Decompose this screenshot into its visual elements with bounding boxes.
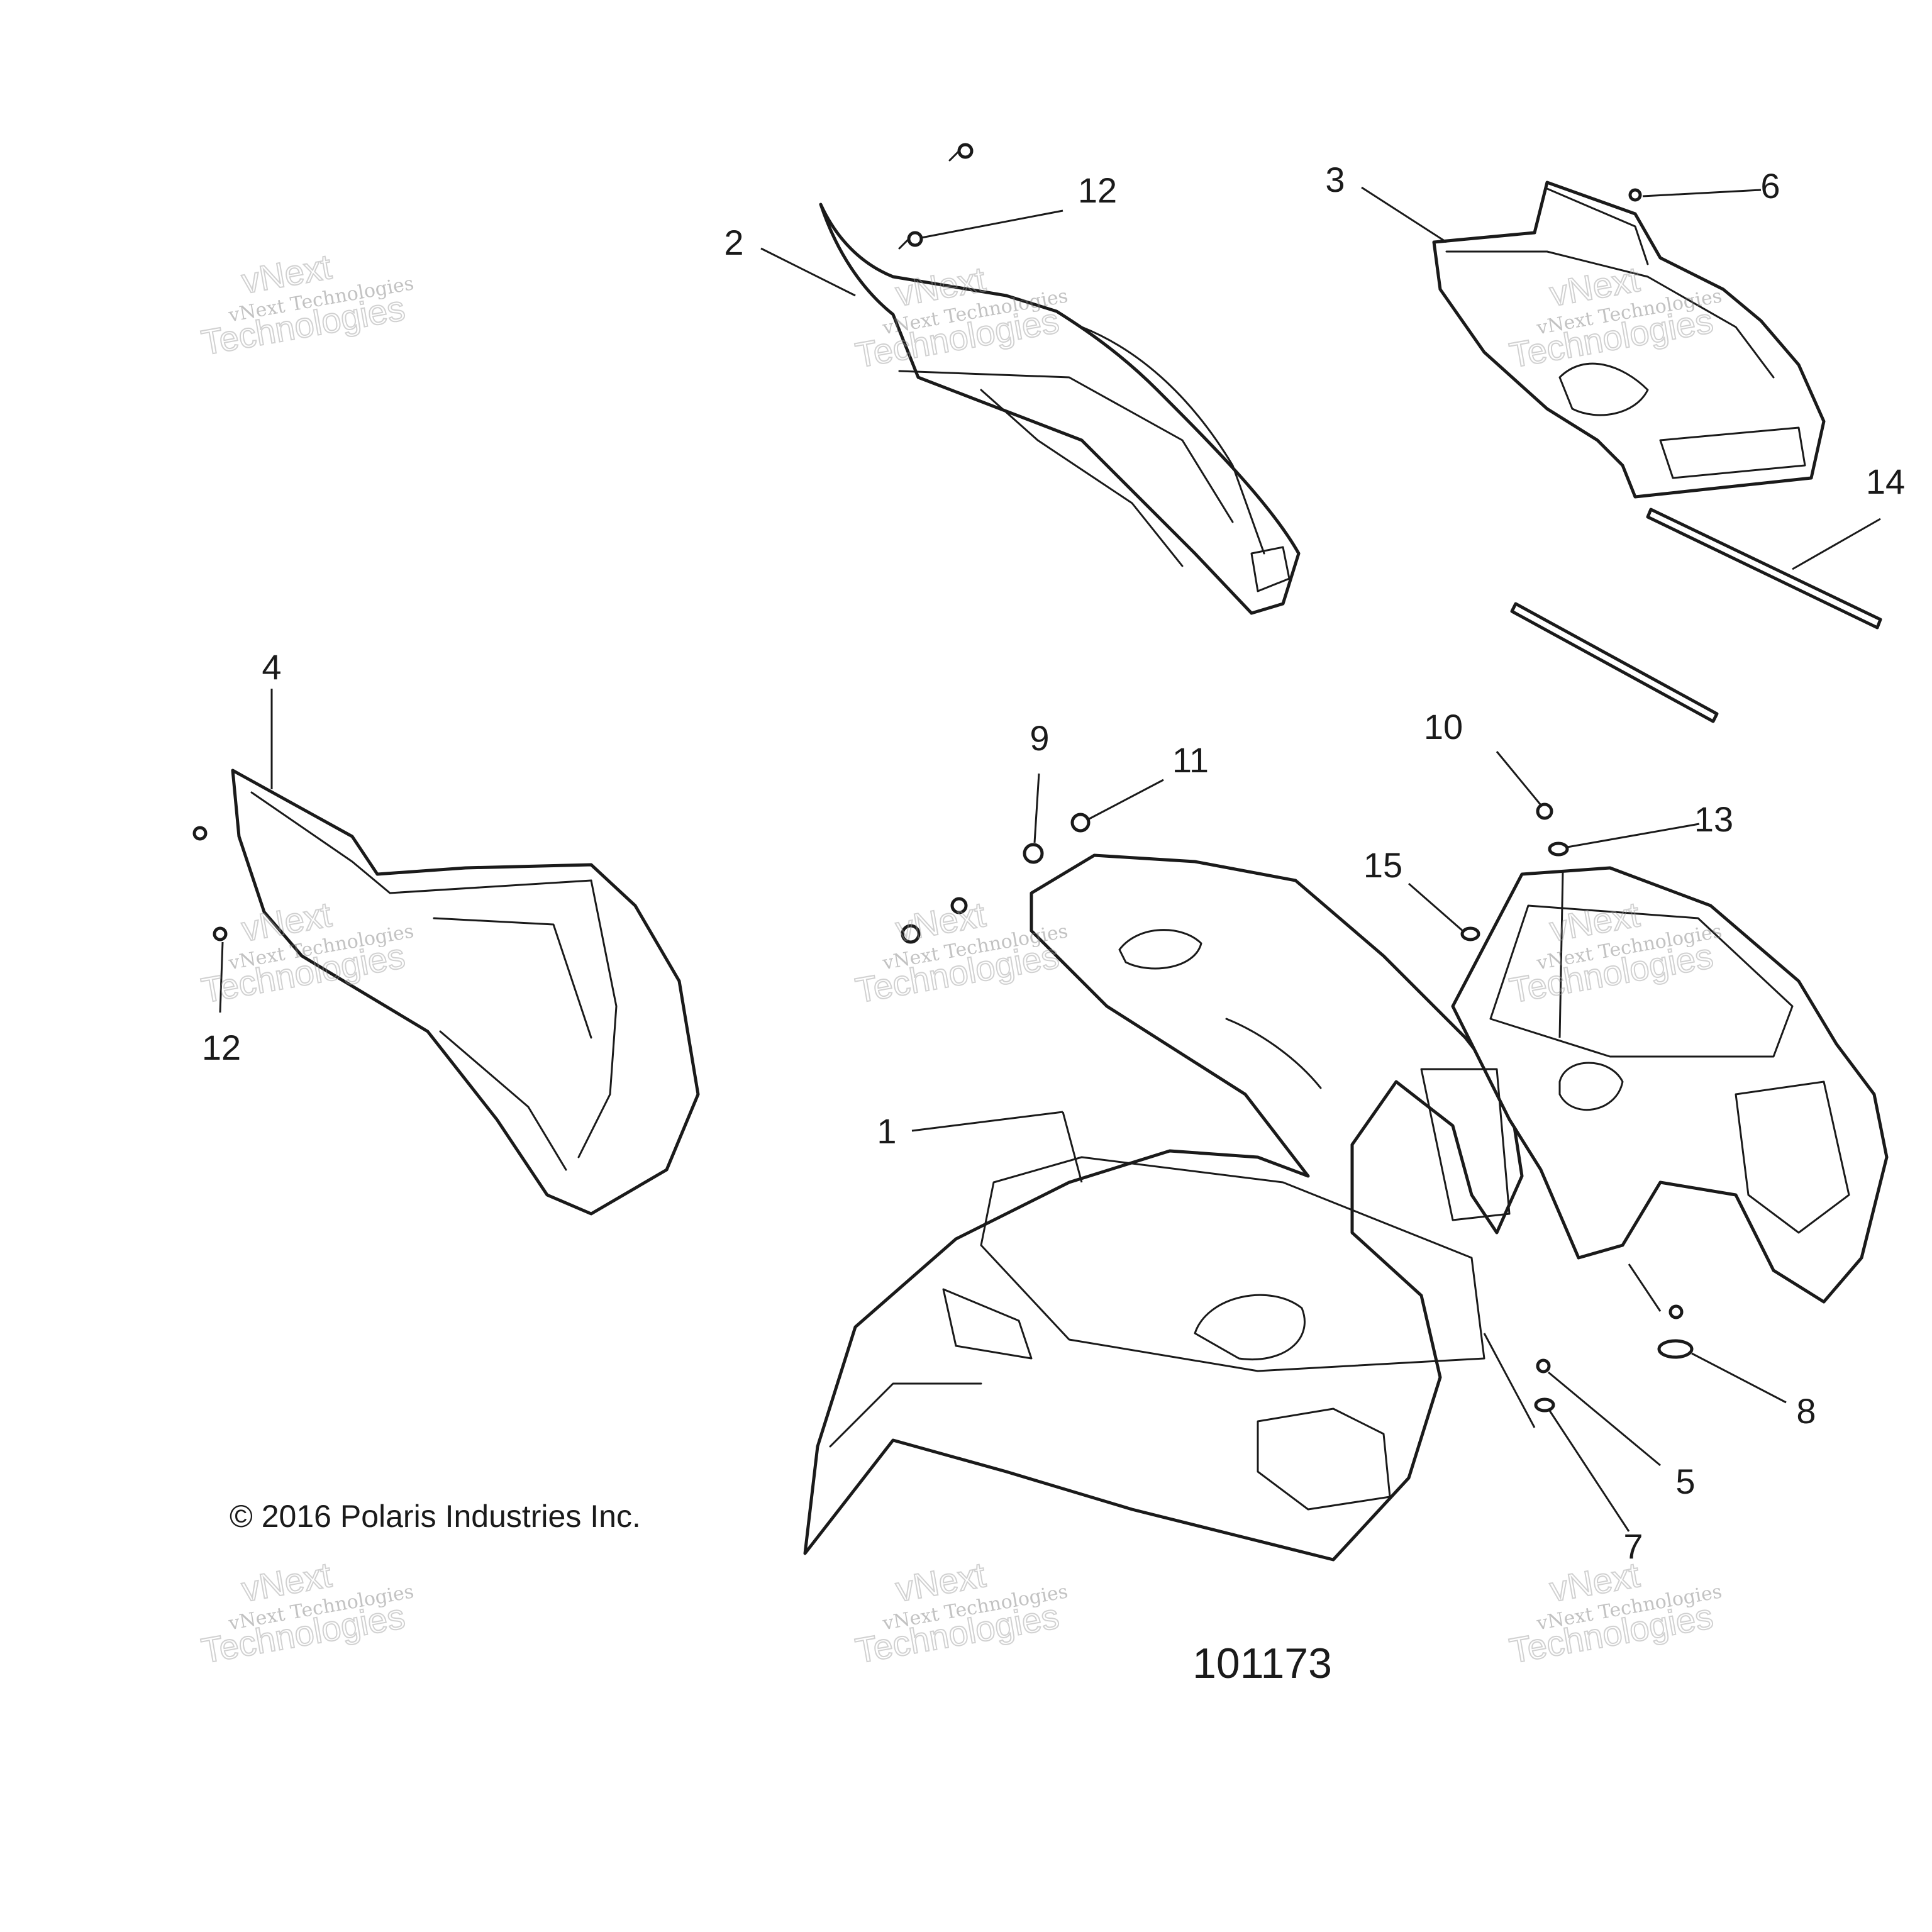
watermark-1: vNext vNext Technologies Technologies — [197, 246, 415, 364]
callout-10: 10 — [1424, 707, 1463, 747]
plug-9 — [1023, 843, 1044, 864]
callout-14: 14 — [1866, 462, 1905, 501]
part-4-side-panel — [231, 769, 700, 1216]
callout-12-left: 12 — [202, 1028, 241, 1067]
callout-5: 5 — [1675, 1462, 1695, 1501]
washer-13 — [1548, 841, 1569, 857]
screw-6 — [1628, 188, 1642, 202]
watermark-7: vNext vNext Technologies Technologies — [197, 1554, 415, 1672]
figure-id: 101173 — [1192, 1640, 1332, 1687]
part-2-side-panel — [819, 203, 1301, 615]
callout-4: 4 — [262, 647, 281, 687]
callout-12-top: 12 — [1078, 170, 1117, 210]
watermark-9: vNext vNext Technologies Technologies — [1506, 1554, 1723, 1672]
washer-8 — [1657, 1339, 1694, 1359]
nut-fender-left — [901, 924, 921, 944]
washer-7 — [1534, 1397, 1555, 1413]
hardware-items — [192, 143, 1694, 1413]
clip-12-top — [907, 231, 923, 247]
screw-top-12 — [957, 143, 974, 159]
push-pin-10 — [1536, 802, 1553, 820]
callout-9: 9 — [1030, 718, 1049, 758]
leader-lines — [219, 186, 1881, 1532]
callout-8: 8 — [1796, 1391, 1816, 1431]
callout-3: 3 — [1325, 160, 1345, 199]
callout-numbers: 12 2 3 6 14 4 12 9 11 10 13 15 1 8 5 7 — [202, 160, 1905, 1566]
grommet-11 — [1070, 813, 1091, 833]
plug-15 — [1460, 926, 1480, 941]
screw-left-top — [192, 826, 208, 841]
screw-12-left — [213, 926, 228, 941]
callout-11: 11 — [1172, 740, 1209, 780]
screw-8 — [1668, 1304, 1684, 1319]
part-14-trim-strips — [1510, 508, 1882, 723]
callout-7: 7 — [1623, 1526, 1643, 1566]
screw-5 — [1536, 1358, 1551, 1374]
callout-2: 2 — [724, 223, 743, 262]
callout-6: 6 — [1760, 166, 1780, 206]
watermark-8: vNext vNext Technologies Technologies — [852, 1554, 1069, 1672]
callout-13: 13 — [1694, 799, 1733, 839]
copyright-text: © 2016 Polaris Industries Inc. — [230, 1499, 641, 1534]
callout-15: 15 — [1363, 845, 1402, 885]
callout-1: 1 — [877, 1111, 896, 1151]
screw-fender-left — [950, 897, 968, 914]
part-3-rear-panel — [1432, 180, 1826, 499]
